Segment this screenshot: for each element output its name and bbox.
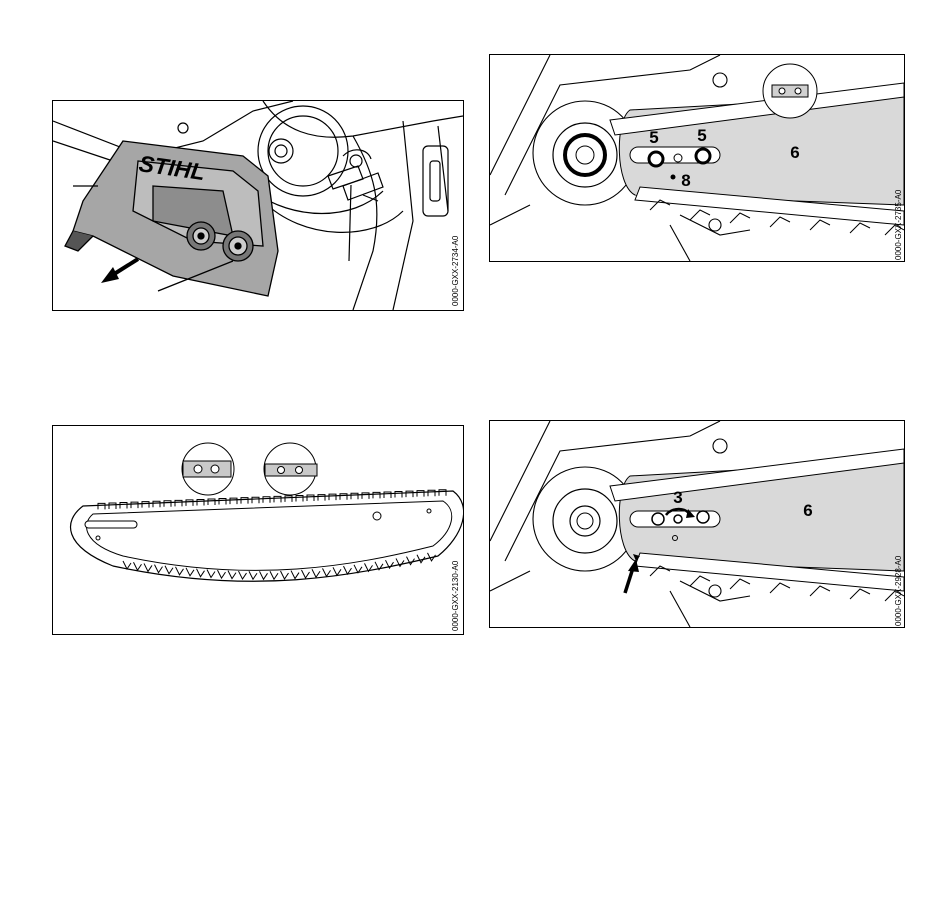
sprocket-cover-illustration: STIHL: [53, 101, 463, 310]
label-oil-hole: 8: [681, 171, 690, 190]
label-guide-bar: 6: [803, 501, 812, 520]
figure-code: 0000-GXX-2735-A0: [894, 190, 903, 260]
figure-code: 0000-GXX-2130-A0: [451, 561, 460, 631]
label-tensioner-screw: 3: [673, 488, 682, 507]
label-guide-bar: 6: [790, 143, 799, 162]
label-nut-right: 5: [697, 126, 706, 145]
figure-bar-nuts: 5 5 6 8 0000-GXX-2735-A0: [489, 54, 905, 262]
figure-sprocket-cover: STIHL 0000-GXX-2734-A0: [52, 100, 464, 311]
figure-bar-chain: 0000-GXX-2130-A0: [52, 425, 464, 635]
tensioner-illustration: 3 6: [490, 421, 904, 627]
removal-arrow: [101, 259, 138, 283]
figure-code: 0000-GXX-2734-A0: [451, 236, 460, 306]
figure-tensioner: 3 6 0000-GXX-2928-A0: [489, 420, 905, 628]
figure-code: 0000-GXX-2928-A0: [894, 556, 903, 626]
label-nut-left: 5: [649, 128, 658, 147]
bar-chain-illustration: [53, 426, 463, 634]
bar-nuts-illustration: 5 5 6 8: [490, 55, 904, 261]
